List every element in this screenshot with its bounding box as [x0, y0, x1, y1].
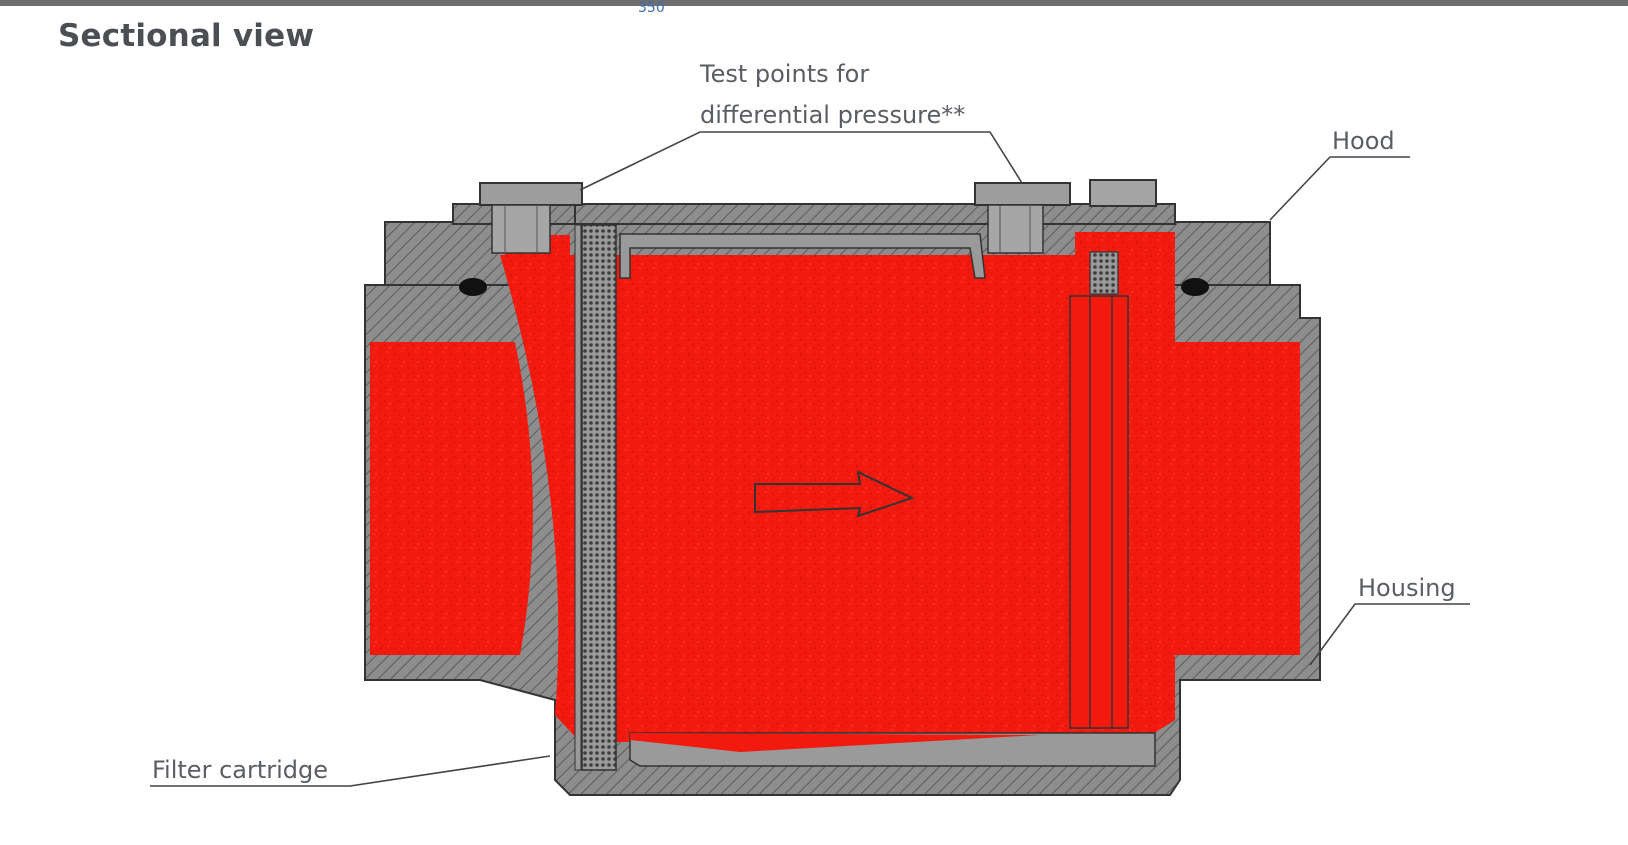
test-point-left	[479, 182, 583, 254]
label-hood: Hood	[1332, 127, 1395, 155]
label-test-points-line1: Test points for	[700, 60, 870, 88]
top-edge-bar	[0, 0, 1628, 6]
leader-filter-cartridge	[150, 755, 551, 787]
plug-right-extra	[1089, 179, 1157, 207]
seal-left	[459, 278, 487, 296]
label-housing: Housing	[1358, 574, 1456, 602]
leader-lines	[150, 131, 1470, 787]
test-point-right	[974, 182, 1071, 254]
fluid-region	[370, 232, 1300, 742]
bottom-plate	[629, 732, 1156, 767]
leader-hood	[1269, 156, 1410, 221]
right-guide	[1069, 251, 1129, 729]
flow-direction-arrow	[754, 470, 915, 518]
label-test-points-line2: differential pressure**	[700, 101, 966, 129]
leader-test-points-left	[579, 131, 1023, 191]
inner-channel	[619, 233, 986, 279]
filter-cartridge	[574, 224, 617, 771]
leader-housing	[1309, 603, 1470, 666]
seal-right	[1181, 278, 1209, 296]
cut-off-link-fragment: 350	[638, 0, 665, 16]
page-title: Sectional view	[58, 18, 315, 54]
label-filter-cartridge: Filter cartridge	[152, 756, 329, 784]
